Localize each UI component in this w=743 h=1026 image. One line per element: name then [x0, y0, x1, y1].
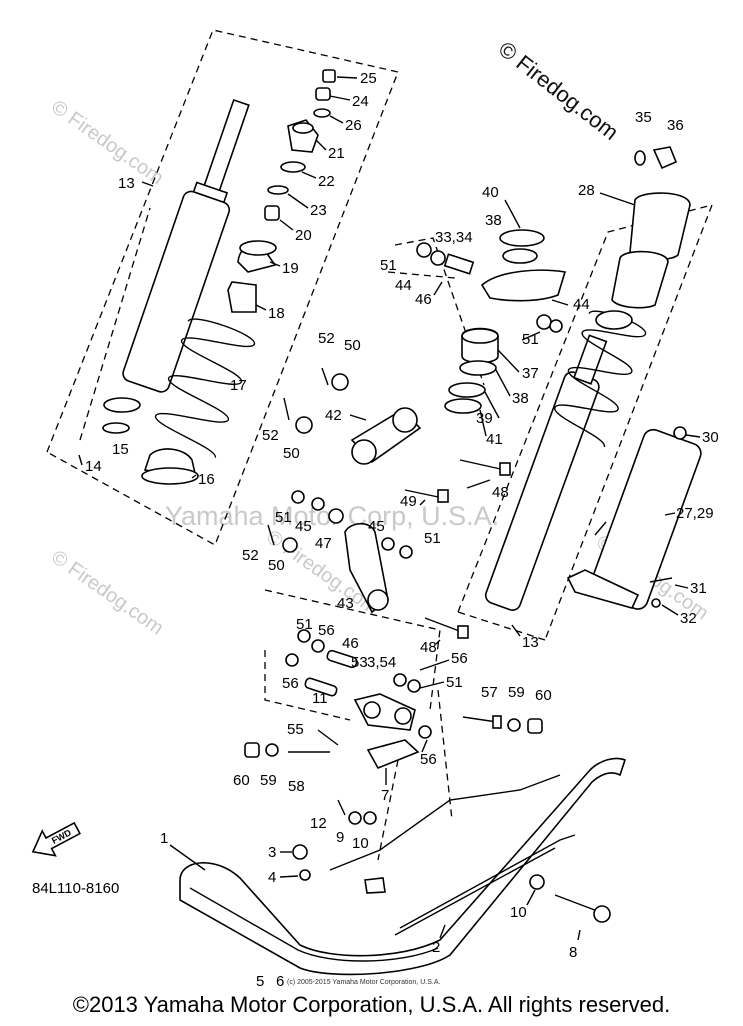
watermark-firedog-top: © Firedog.com [494, 36, 623, 145]
label-19: 19 [282, 260, 299, 277]
label-10-top: 10 [352, 835, 369, 852]
label-41: 41 [486, 431, 503, 448]
diagram-code: 84L110-8160 [32, 880, 119, 897]
label-56-a: 56 [318, 622, 335, 639]
label-45-left: 45 [295, 518, 312, 535]
watermark-firedog-faint-mid-left: © Firedog.com [47, 546, 167, 639]
label-9: 9 [336, 829, 344, 846]
label-52-b: 52 [262, 427, 279, 444]
label-16: 16 [198, 471, 215, 488]
label-28: 28 [578, 182, 595, 199]
label-25: 25 [360, 70, 377, 87]
label-43: 43 [337, 595, 354, 612]
label-44-left: 44 [395, 277, 412, 294]
label-17: 17 [230, 377, 247, 394]
label-58: 58 [288, 778, 305, 795]
label-45-right: 45 [368, 518, 385, 535]
central-linkage [267, 229, 567, 639]
label-37: 37 [522, 365, 539, 382]
label-44-right: 44 [573, 296, 590, 313]
label-55: 55 [287, 721, 304, 738]
watermark-firedog-faint-left: © Firedog.com [47, 96, 167, 189]
left-shock-assembly [46, 29, 399, 546]
ski-and-mount: FWD [31, 589, 626, 976]
label-51-c: 51 [275, 509, 292, 526]
label-3: 3 [268, 844, 276, 861]
label-26: 26 [345, 117, 362, 134]
label-36: 36 [667, 117, 684, 134]
copyright-footer: ©2013 Yamaha Motor Corporation, U.S.A. A… [72, 992, 671, 1017]
label-53: 53 [351, 654, 368, 671]
label-14: 14 [85, 458, 102, 475]
label-50-a: 50 [344, 337, 361, 354]
label-51-a: 51 [380, 257, 397, 274]
label-49: 49 [400, 493, 417, 510]
label-23: 23 [310, 202, 327, 219]
label-6: 6 [276, 973, 284, 990]
label-39: 39 [476, 410, 493, 427]
part-labels: 25 24 26 21 22 23 20 19 18 17 13 16 15 1… [32, 70, 719, 990]
label-52-a: 52 [318, 330, 335, 347]
label-30: 30 [702, 429, 719, 446]
right-shock-assembly [457, 146, 714, 641]
label-15: 15 [112, 441, 129, 458]
label-46-bottom: 46 [342, 635, 359, 652]
label-31: 31 [690, 580, 707, 597]
label-46-top: 46 [415, 291, 432, 308]
label-51-d: 51 [424, 530, 441, 547]
label-11: 11 [312, 690, 328, 707]
label-3-54: 3,54 [367, 654, 396, 671]
label-38-top: 38 [485, 212, 502, 229]
label-13-right: 13 [522, 634, 539, 651]
label-42: 42 [325, 407, 342, 424]
label-8: 8 [569, 944, 577, 961]
label-56-b: 56 [451, 650, 468, 667]
label-2: 2 [432, 939, 440, 956]
label-18: 18 [268, 305, 285, 322]
label-10-bottom: 10 [510, 904, 527, 921]
label-57: 57 [481, 684, 498, 701]
label-59-right: 59 [508, 684, 525, 701]
label-24: 24 [352, 93, 369, 110]
label-38-mid: 38 [512, 390, 529, 407]
label-60-left: 60 [233, 772, 250, 789]
label-51-e: 51 [296, 616, 313, 633]
label-5: 5 [256, 973, 264, 990]
label-32: 32 [680, 610, 697, 627]
label-4: 4 [268, 869, 276, 886]
label-51-b: 51 [522, 331, 539, 348]
label-27-29: 27,29 [676, 505, 714, 522]
label-51-f: 51 [446, 674, 463, 691]
label-35: 35 [635, 109, 652, 126]
label-48-bottom: 48 [420, 639, 437, 656]
small-copyright: (c) 2005-2015 Yamaha Motor Corporation, … [287, 979, 440, 986]
label-50-c: 50 [268, 557, 285, 574]
label-56-d: 56 [420, 751, 437, 768]
label-21: 21 [328, 145, 345, 162]
label-40: 40 [482, 184, 499, 201]
label-20: 20 [295, 227, 312, 244]
label-56-c: 56 [282, 675, 299, 692]
label-7: 7 [381, 787, 389, 804]
label-59-left: 59 [260, 772, 277, 789]
label-47: 47 [315, 535, 332, 552]
label-52-c: 52 [242, 547, 259, 564]
label-50-b: 50 [283, 445, 300, 462]
label-60-right: 60 [535, 687, 552, 704]
label-12: 12 [310, 815, 327, 832]
label-1: 1 [160, 830, 168, 847]
label-48-top: 48 [492, 484, 509, 501]
label-13-left: 13 [118, 175, 135, 192]
label-33-34: 33,34 [435, 229, 473, 246]
label-22: 22 [318, 173, 335, 190]
